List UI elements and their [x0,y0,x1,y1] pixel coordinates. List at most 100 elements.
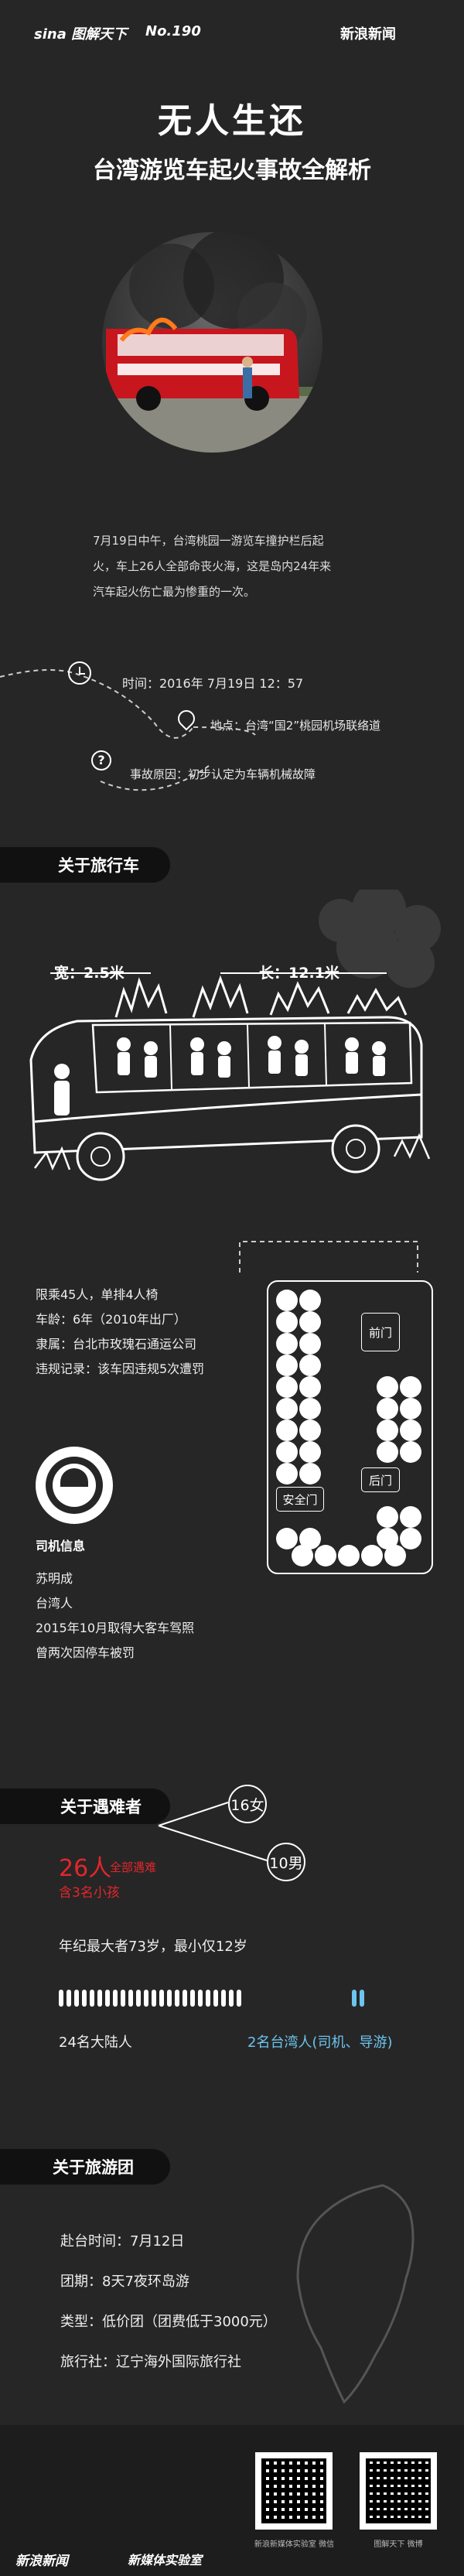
seat [292,1545,313,1566]
taiwan-person-icon [360,1990,364,2007]
seat [377,1376,398,1398]
tour-line: 赴台时间：7月12日 [60,2233,185,2250]
mainland-person-icon [198,1990,203,2007]
seat [276,1441,298,1463]
footer-lab: 新媒体实验室 [128,2553,203,2567]
tour-info: 赴台时间：7月12日 团期：8天7夜环岛游 类型：低价团（团费低于3000元） … [60,2222,277,2383]
bus-fact: 车龄：6年（2010年出厂） [36,1312,186,1327]
timeline-place: 地点：台湾“国2”桃园机场联络道 [210,719,381,733]
seat [299,1333,321,1355]
seat-map: 前门 后门 安全门 [267,1280,433,1574]
seat [377,1398,398,1420]
seat [400,1376,421,1398]
victim-count: 26人 [59,1855,112,1882]
section-title-bus: 关于旅行车 [0,847,170,883]
brand-right: 新浪新闻 [340,26,396,43]
seat [377,1506,398,1528]
victim-children: 含3名小孩 [59,1885,120,1901]
taiwan-label: 2名台湾人(司机、导游) [247,2034,393,2051]
seat [276,1355,298,1376]
seat [299,1355,321,1376]
seat [299,1311,321,1333]
bus-illustration [29,890,441,1181]
seat [299,1420,321,1441]
driver-line: 2015年10月取得大客车驾照 [36,1621,195,1635]
seat [400,1528,421,1549]
mainland-person-icon [175,1990,179,2007]
female-count-badge: 16女 [228,1785,267,1823]
mainland-person-icon [121,1990,125,2007]
taiwan-figures [352,1990,367,2010]
bus-fact: 限乘45人，单排4人椅 [36,1287,159,1302]
seat [377,1420,398,1441]
intro-line: 7月19日中午，台湾桃园一游览车撞护栏后起 [93,534,324,548]
question-icon: ? [91,750,111,770]
seat [276,1311,298,1333]
victim-connector [158,1802,268,1861]
taiwan-person-icon [352,1990,357,2007]
mainland-person-icon [237,1990,241,2007]
mainland-person-icon [136,1990,141,2007]
seat [400,1398,421,1420]
seat [384,1545,406,1566]
bus-fact: 隶属：台北市玫瑰石通运公司 [36,1337,197,1351]
taiwan-map-outline [296,2184,415,2404]
intro-line: 汽车起火伤亡最为惨重的一次。 [93,585,256,599]
timeline-path [0,669,256,791]
qr-code-weibo [360,2452,437,2530]
mainland-figures [59,1990,244,2010]
driver-title: 司机信息 [36,1539,86,1553]
intro-line: 火，车上26人全部命丧火海，这是岛内24年来 [93,559,332,573]
driver-line: 台湾人 [36,1596,73,1611]
mainland-label: 24名大陆人 [59,2034,132,2051]
seat [377,1441,398,1463]
clock-icon [68,661,91,685]
section-title-victims: 关于遇难者 [0,1789,170,1824]
mainland-person-icon [67,1990,71,2007]
mainland-person-icon [144,1990,148,2007]
seat [276,1463,298,1484]
bus-length-label: 长：12.1米 [259,965,339,982]
tour-line: 类型：低价团（团费低于3000元） [60,2314,277,2330]
seat [299,1463,321,1484]
bus-facts: 限乘45人，单排4人椅 车龄：6年（2010年出厂） 隶属：台北市玫瑰石通运公司… [36,1283,204,1382]
mainland-person-icon [90,1990,94,2007]
mainland-person-icon [159,1990,164,2007]
qr-code-wechat [255,2452,333,2530]
front-door-label: 前门 [361,1313,400,1351]
mainland-person-icon [167,1990,172,2007]
male-count-badge: 10男 [267,1843,305,1881]
bus-width-label: 宽：2.5米 [54,965,125,982]
mainland-person-icon [213,1990,218,2007]
qr1-caption: 新浪新媒体实验室 微信 [254,2540,335,2549]
seat [400,1506,421,1528]
page-title: 无人生还 [158,101,306,141]
seat [299,1376,321,1398]
seat [276,1333,298,1355]
seat-map-bracket [239,1241,418,1273]
seat [276,1528,298,1549]
timeline-cause: 事故原因：初步认定为车辆机械故障 [130,767,316,781]
mainland-person-icon [59,1990,63,2007]
driver-line: 曾两次因停车被罚 [36,1645,135,1660]
intro-paragraph: 7月19日中午，台湾桃园一游览车撞护栏后起 火，车上26人全部命丧火海，这是岛内… [93,528,418,605]
mainland-person-icon [97,1990,102,2007]
seat [299,1441,321,1463]
bus-fact: 违规记录：该车因违规5次遭罚 [36,1361,205,1376]
brand-left: sina 图解天下 [34,26,128,43]
mainland-person-icon [183,1990,187,2007]
footer-brand: 新浪新闻 [15,2554,68,2569]
seat [299,1290,321,1311]
timeline-time: 时间：2016年 7月19日 12：57 [122,676,304,691]
issue-number: No.190 [145,23,201,39]
mainland-person-icon [229,1990,234,2007]
mainland-person-icon [190,1990,195,2007]
driver-line: 苏明成 [36,1571,73,1586]
mainland-person-icon [206,1990,210,2007]
mainland-person-icon [113,1990,118,2007]
rear-door-label: 后门 [361,1467,400,1492]
mainland-person-icon [82,1990,87,2007]
hero-photo [102,232,322,453]
seat [299,1398,321,1420]
seat [400,1441,421,1463]
